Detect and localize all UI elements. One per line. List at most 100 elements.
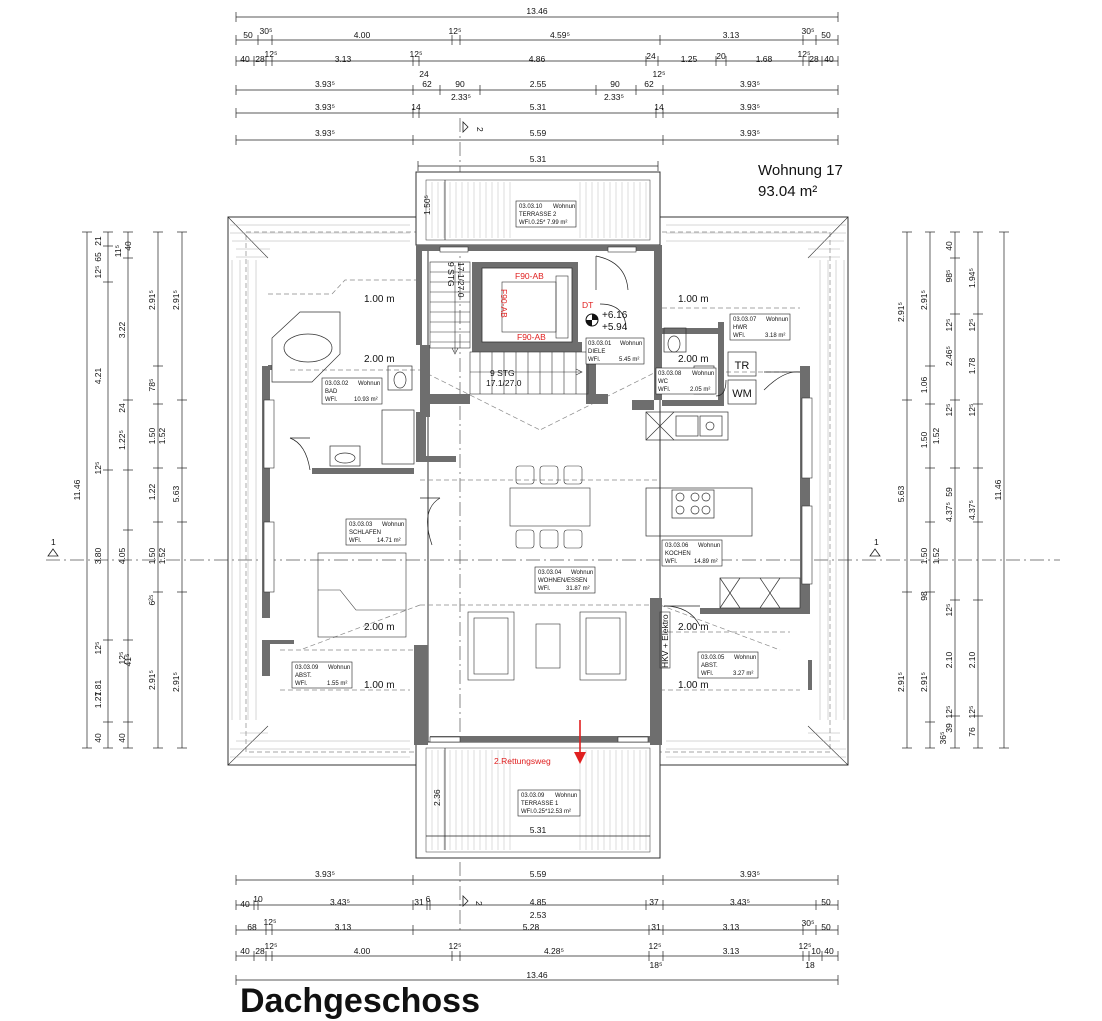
dim-label: 40 [824,54,834,64]
svg-text:41⁵: 41⁵ [123,654,133,667]
fire-rating-label: F90-AB [517,332,546,342]
svg-text:WFl.: WFl. [733,333,746,339]
svg-text:98: 98 [919,591,929,601]
svg-text:1.22⁵: 1.22⁵ [117,430,127,450]
svg-text:31.87 m²: 31.87 m² [566,586,590,592]
dim-label: 2.33⁵ [604,92,624,102]
dim-label: 28 [809,54,819,64]
hkv-label: HKV + Elektro [660,614,670,668]
svg-text:40: 40 [944,241,954,251]
svg-text:36⁵: 36⁵ [938,732,948,745]
svg-text:1.50: 1.50 [919,547,929,564]
svg-text:1.55 m²: 1.55 m² [327,681,347,687]
dim-label: 3.93⁵ [740,128,760,138]
level-marker: +6.16 +5.94 [585,310,628,333]
room-tag-wc: 03.03.08 Wohnun WC WFl. 2.05 m² [655,367,717,395]
room-tag-abst2: 03.03.05 Wohnun ABST. WFl. 3.27 m² [697,651,759,679]
svg-text:78⁵: 78⁵ [147,379,157,392]
svg-text:03.03.04: 03.03.04 [538,570,562,576]
staircase [429,261,589,395]
height-label: 1.00 m [364,680,395,691]
svg-text:31: 31 [414,897,424,907]
svg-text:40: 40 [240,899,250,909]
svg-text:3.93⁵: 3.93⁵ [315,869,335,879]
svg-text:Wohnun: Wohnun [766,317,788,323]
floor-heading: Dachgeschoss [240,982,480,1020]
svg-text:76: 76 [967,727,977,737]
svg-text:4.85: 4.85 [530,897,547,907]
svg-text:12⁵: 12⁵ [944,319,954,332]
dim-label: 3.13 [335,54,352,64]
dim-label: 3.93⁵ [315,102,335,112]
section-label-top: 2 [475,127,485,132]
dim-label: 24 [419,69,429,79]
fire-rating-label: F90-AB [515,271,544,281]
apartment-area: 93.04 m² [758,183,818,200]
svg-text:3.93⁵: 3.93⁵ [740,869,760,879]
room-tag-terrace1: 03.03.09 Wohnun TERRASSE 1 WFl.0.25*12.5… [517,789,581,817]
svg-text:30⁵: 30⁵ [802,918,815,928]
dim-label: 20 [716,51,726,61]
svg-text:39: 39 [944,723,954,733]
svg-text:10: 10 [811,946,821,956]
svg-text:40: 40 [240,946,250,956]
dim-label: 3.93⁵ [315,79,335,89]
dim-label: 1.68 [756,54,773,64]
left-dimension-chains: 11.46 21 65 12⁵ 4.21 12⁵ 3.80 12⁵ 1.81 1… [72,231,187,749]
room-tag-bad: 03.03.02 Wohnun BAD WFl. 10.93 m² [321,377,383,405]
height-label: 2.00 m [364,354,395,365]
dim-label: 2.55 [530,79,547,89]
svg-text:03.03.01: 03.03.01 [588,341,612,347]
svg-text:6: 6 [426,894,431,904]
svg-text:2.91⁵: 2.91⁵ [919,290,929,310]
svg-text:03.03.05: 03.03.05 [701,655,725,661]
svg-text:4.05: 4.05 [117,547,127,564]
dim-label: 12⁵ [449,26,462,36]
level-label: +5.94 [602,322,628,333]
svg-text:12⁵: 12⁵ [967,706,977,719]
section-mark-sides: 1 1 [46,537,1060,561]
svg-text:HWR: HWR [733,325,748,331]
dim-label: 24 [646,51,656,61]
svg-text:ABST.: ABST. [295,673,312,679]
svg-text:11.46: 11.46 [993,479,1003,500]
bottom-dimension-chains: 3.93⁵ 5.59 3.93⁵ 40 10 3.43⁵ 31 6 4.85 3… [235,869,839,985]
dim-label: 50 [243,30,253,40]
svg-text:1.50: 1.50 [147,547,157,564]
svg-text:4.37⁵: 4.37⁵ [967,500,977,520]
svg-text:65: 65 [93,252,103,262]
svg-text:3.13: 3.13 [335,922,352,932]
svg-text:BAD: BAD [325,389,338,395]
fire-labels: F90-AB F90-AB F90-AB DT [499,271,593,342]
svg-text:6²⁵: 6²⁵ [147,594,157,605]
svg-text:1.50: 1.50 [147,427,157,444]
svg-text:2.05 m²: 2.05 m² [690,387,710,393]
svg-text:5.31: 5.31 [530,825,547,835]
escape-route: 2.Rettungsweg [494,720,586,766]
svg-text:03.03.09: 03.03.09 [295,665,319,671]
svg-text:10.93 m²: 10.93 m² [354,397,378,403]
svg-text:98⁵: 98⁵ [944,270,954,283]
dim-label: 4.59⁵ [550,30,570,40]
dim-total-width: 13.46 [526,6,548,16]
height-label: 2.00 m [678,354,709,365]
svg-text:12⁵: 12⁵ [117,652,127,665]
stair-label: 17.1/27.0 [456,262,466,298]
svg-text:WOHNEN/ESSEN: WOHNEN/ESSEN [538,578,587,584]
svg-text:40: 40 [824,946,834,956]
svg-text:03.03.08: 03.03.08 [658,371,682,377]
svg-text:WFl.: WFl. [349,538,362,544]
svg-text:3.13: 3.13 [723,946,740,956]
svg-text:Wohnun: Wohnun [692,371,714,377]
level-label: +6.16 [602,310,628,321]
svg-text:1.94⁵: 1.94⁵ [967,268,977,288]
svg-text:1.78: 1.78 [967,357,977,374]
svg-text:12⁵: 12⁵ [649,941,662,951]
svg-text:12⁵: 12⁵ [449,941,462,951]
svg-text:12⁵: 12⁵ [967,319,977,332]
svg-text:Wohnun: Wohnun [555,793,577,799]
laundry-machines: TR WM [727,351,757,405]
svg-text:50: 50 [821,922,831,932]
dim-label: 30⁵ [802,26,815,36]
svg-text:40: 40 [123,241,133,251]
